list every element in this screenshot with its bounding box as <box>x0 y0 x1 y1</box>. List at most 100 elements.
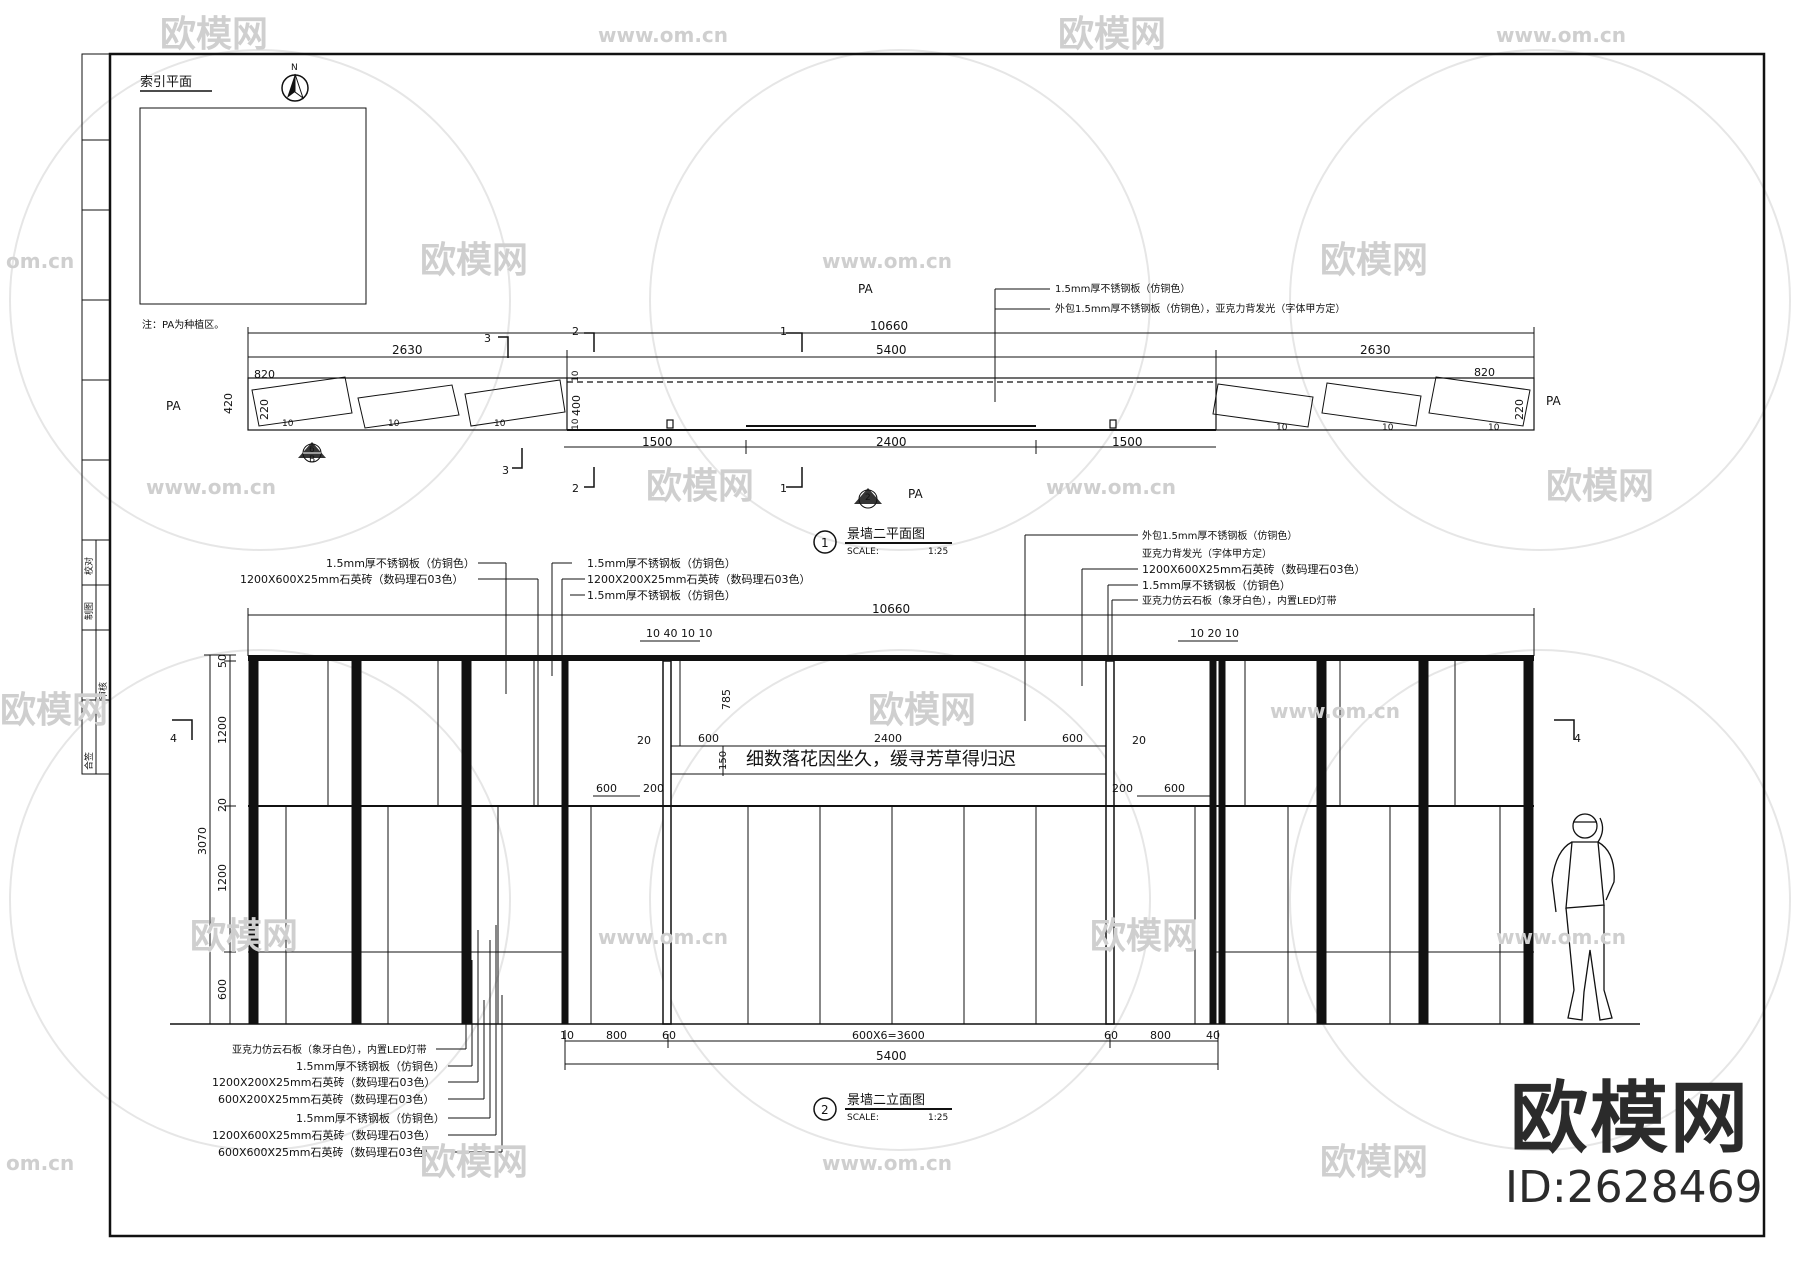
elev-section-mark-left: 4 <box>170 732 177 745</box>
plan-dim-left: 2630 <box>392 343 423 357</box>
elev-v-1200b: 1200 <box>216 864 229 892</box>
panel-joints <box>248 661 1534 1024</box>
watermark-brand-4: 欧模网 <box>1320 240 1428 281</box>
plan-bench-label-1: 10 <box>282 419 294 429</box>
plan-dim-center: 5400 <box>876 343 907 357</box>
elev-mid-row-2: 200 <box>643 782 664 795</box>
outer-frame <box>108 52 1766 1238</box>
coping-band <box>248 655 1534 661</box>
elev-title: 景墙二立面图 <box>847 1093 925 1108</box>
plan-dim-side-right: 220 <box>1513 399 1526 420</box>
elev-callout-ur-2: 亚克力背发光（字体甲方定） <box>1142 547 1272 560</box>
mullions <box>248 660 1534 1025</box>
elev-callout-ur-4: 1.5mm厚不锈钢板（仿铜色） <box>1142 578 1291 592</box>
index-plan-title: 索引平面 <box>140 75 192 90</box>
plan-bench-label-4: 10 <box>1276 423 1288 433</box>
plan-pa-bottom: PA <box>908 487 923 501</box>
elev-callout-ur-1: 外包1.5mm厚不锈钢板（仿铜色） <box>1142 529 1297 542</box>
plan-pa-top: PA <box>858 282 873 296</box>
watermark-text: 欧模网 www.om.cn 欧模网 www.om.cn om.cn 欧模网 ww… <box>0 14 1654 1183</box>
elev-mid-row-1: 600 <box>596 782 617 795</box>
elev-scale: 1:25 <box>928 1113 948 1123</box>
plan-scale-label: SCALE: <box>847 547 879 557</box>
elev-callout-ll-5: 1.5mm厚不锈钢板（仿铜色） <box>296 1111 445 1125</box>
watermark-url-8: www.om.cn <box>1496 925 1626 949</box>
elev-callout-ll-2: 1.5mm厚不锈钢板（仿铜色） <box>296 1059 445 1073</box>
elev-v-600: 600 <box>216 979 229 1000</box>
elev-sign-row-1: 20 <box>637 734 651 747</box>
index-plan-note: 注：PA为种植区。 <box>142 318 224 331</box>
elev-callout-ll-7: 600X600X25mm石英砖（数码理石03色） <box>218 1145 435 1159</box>
title-strip-label-3: 制图 <box>83 602 95 620</box>
elev-callout-ll-1: 亚克力仿云石板（象牙白色），内置LED灯带 <box>232 1043 427 1056</box>
elev-sign-row-4: 600 <box>1062 732 1083 745</box>
plan-section-mark-2: 1 <box>780 482 787 495</box>
north-label: N <box>291 63 298 73</box>
plan-dim-right: 2630 <box>1360 343 1391 357</box>
plan-callout-2: 外包1.5mm厚不锈钢板（仿铜色），亚克力背发光（字体甲方定） <box>1055 302 1345 315</box>
elev-callout-ll-3: 1200X200X25mm石英砖（数码理石03色） <box>212 1075 436 1089</box>
watermark-brand-12: 欧模网 <box>1320 1142 1428 1183</box>
elev-number: 2 <box>821 1103 829 1117</box>
watermark-layer <box>9 49 1791 1151</box>
elev-mid-row-3: 200 <box>1112 782 1133 795</box>
plan-scale: 1:25 <box>928 547 948 557</box>
elev-sign-row-3: 2400 <box>874 732 902 745</box>
elev-dim-left-top: 10 40 10 10 <box>646 627 712 640</box>
plan-dim-side-1: 420 <box>222 393 235 414</box>
elev-mid-row-4: 600 <box>1164 782 1185 795</box>
north-arrow-icon <box>281 73 309 102</box>
elevation-symbol-icon <box>854 488 882 509</box>
watermark-brand-9: 欧模网 <box>190 916 298 957</box>
elev-callout-ul-1: 1.5mm厚不锈钢板（仿铜色） <box>326 556 475 570</box>
plan-title: 景墙二平面图 <box>847 527 925 542</box>
elev-bottom-7: 40 <box>1206 1029 1220 1042</box>
elev-bottom-total: 5400 <box>876 1049 907 1063</box>
plan-bench-length-right: 820 <box>1474 366 1495 379</box>
plan-bench-label-3: 10 <box>494 419 506 429</box>
elev-v-1200a: 1200 <box>216 716 229 744</box>
plan-bench-length-left: 820 <box>254 368 275 381</box>
brand-block: 欧模网 ID:2628469 <box>1505 1080 1763 1213</box>
watermark-brand-10: 欧模网 <box>1090 916 1198 957</box>
watermark-brand-8: 欧模网 <box>868 690 976 731</box>
plan-dim-bottom-1: 1500 <box>642 435 673 449</box>
plan-bench-label-6: 10 <box>1488 423 1500 433</box>
elev-callout-ll-6: 1200X600X25mm石英砖（数码理石03色） <box>212 1128 436 1142</box>
watermark-brand-3: 欧模网 <box>420 240 528 281</box>
elev-callout-ur-5: 亚克力仿云石板（象牙白色），内置LED灯带 <box>1142 594 1337 607</box>
elev-callout-ul-4: 1200X200X25mm石英砖（数码理石03色） <box>587 572 811 586</box>
elev-callout-ll-4: 600X200X25mm石英砖（数码理石03色） <box>218 1092 435 1106</box>
elev-bottom-1: 10 <box>560 1029 574 1042</box>
watermark-url-1: www.om.cn <box>598 23 728 47</box>
plan-callout-1: 1.5mm厚不锈钢板（仿铜色） <box>1055 282 1190 295</box>
watermark-url-6: www.om.cn <box>1270 699 1400 723</box>
plan-dim-total: 10660 <box>870 319 908 333</box>
brand-id: ID:2628469 <box>1505 1162 1763 1213</box>
elev-sign-row-5: 20 <box>1132 734 1146 747</box>
watermark-url-9: www.om.cn <box>822 1151 952 1175</box>
human-figure-icon <box>1551 813 1615 1021</box>
plan-section-mark-6: 3 <box>502 464 509 477</box>
watermark-url-4: www.om.cn <box>146 475 276 499</box>
title-strip-label-4: 校对 <box>83 557 95 575</box>
elev-section-mark-right: 4 <box>1574 732 1581 745</box>
elev-v-3070: 3070 <box>196 827 209 855</box>
elev-bottom-5: 60 <box>1104 1029 1118 1042</box>
watermark-url-7: www.om.cn <box>598 925 728 949</box>
elev-sign-row-2: 600 <box>698 732 719 745</box>
elev-dim-total: 10660 <box>872 602 910 616</box>
watermark-brand-11: 欧模网 <box>420 1142 528 1183</box>
plan-dim-side-4: 10 <box>571 370 581 382</box>
watermark-fragment-1: om.cn <box>6 249 74 273</box>
watermark-brand-1: 欧模网 <box>160 14 268 55</box>
elev-callout-ul-2: 1200X600X25mm石英砖（数码理石03色） <box>240 572 464 586</box>
elevation-view: 1.5mm厚不锈钢板（仿铜色） 1200X600X25mm石英砖（数码理石03色… <box>170 529 1640 1159</box>
elev-v-50: 50 <box>216 654 229 668</box>
plan-bench-label-5: 10 <box>1382 423 1394 433</box>
plan-dim-bottom-2: 2400 <box>876 435 907 449</box>
plan-pa-right: PA <box>1546 394 1561 408</box>
elev-bottom-2: 800 <box>606 1029 627 1042</box>
elev-bottom-3: 60 <box>662 1029 676 1042</box>
